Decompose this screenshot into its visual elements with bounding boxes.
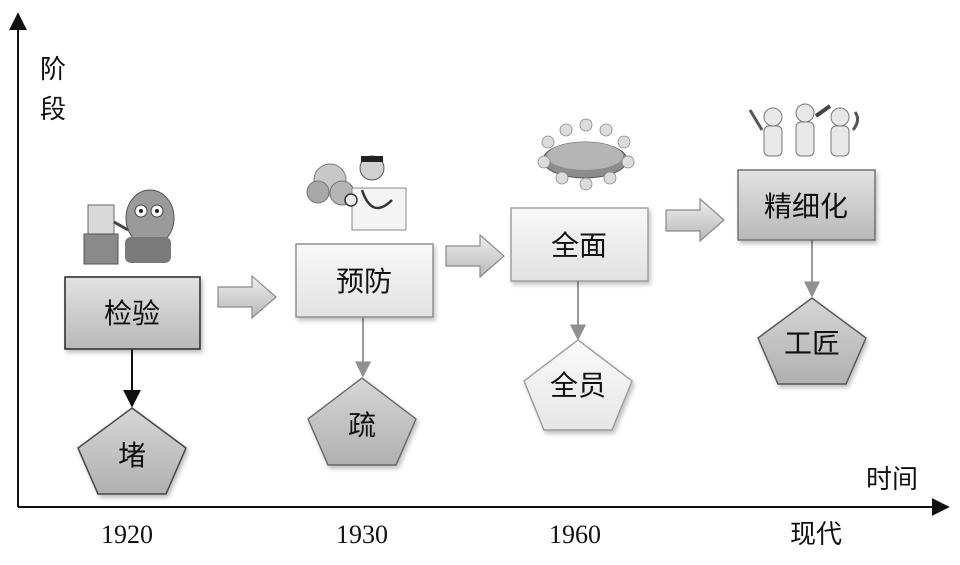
- stage-box-refinement: [737, 169, 876, 241]
- pentagon-3: [523, 339, 633, 431]
- x-axis-label: 时间: [866, 465, 918, 495]
- stage-box-comprehensive: [510, 207, 649, 282]
- stage-transition-arrows: [217, 197, 725, 320]
- workers-with-tools-icon: [748, 103, 860, 157]
- time-tick-labels: 1920 1930 1960 现代: [101, 520, 842, 550]
- pentagon-label-1: 堵: [118, 439, 146, 472]
- doctor-stethoscope-icon: [306, 155, 407, 231]
- transition-arrow-1: [217, 274, 277, 320]
- pentagon-label-4: 工匠: [784, 327, 840, 360]
- stage-box-label-2: 预防: [336, 265, 392, 298]
- tick-label-1960: 1960: [549, 520, 601, 549]
- stage-pentagons: 堵 疏 全员 工匠: [77, 297, 867, 495]
- stage-box-prevention: [295, 243, 434, 318]
- box-to-pentagon-arrows: [123, 240, 821, 408]
- axes: 阶 段 时间: [8, 12, 950, 516]
- tick-label-1930: 1930: [336, 520, 388, 549]
- tick-label-1920: 1920: [101, 520, 153, 549]
- stage-box-inspection: [64, 276, 201, 350]
- stage-box-label-4: 精细化: [764, 190, 848, 223]
- transition-arrow-2: [445, 233, 505, 279]
- y-axis-label-1: 阶: [40, 55, 66, 85]
- stage-box-label-3: 全面: [551, 229, 607, 262]
- pentagon-1: [77, 407, 187, 495]
- roundtable-meeting-icon: [537, 118, 635, 191]
- inspector-robot-icon: [83, 189, 175, 265]
- pentagon-label-3: 全员: [550, 369, 606, 402]
- tick-label-modern: 现代: [790, 520, 842, 550]
- stage-boxes: 检验 预防 全面 精细化: [64, 169, 876, 350]
- stage-box-label-1: 检验: [104, 297, 160, 330]
- pentagon-2: [307, 377, 417, 466]
- transition-arrow-3: [665, 197, 725, 243]
- pentagon-label-2: 疏: [348, 409, 376, 442]
- y-axis-label-2: 段: [40, 95, 66, 125]
- pentagon-4: [757, 297, 867, 385]
